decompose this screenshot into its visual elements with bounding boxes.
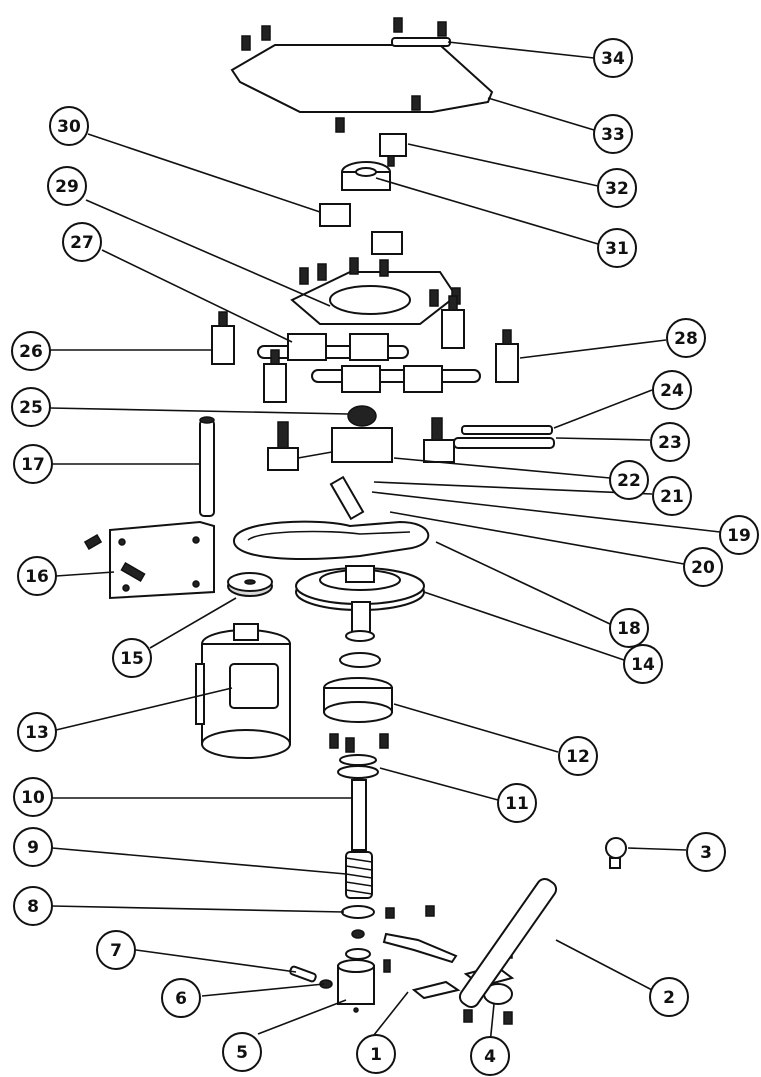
callout-25: 25	[11, 387, 51, 427]
handle-knob	[605, 837, 627, 859]
callout-21: 21	[652, 476, 692, 516]
callout-label: 33	[601, 125, 625, 145]
callout-label: 14	[631, 655, 655, 675]
callout-label: 28	[674, 329, 698, 349]
callout-label: 8	[27, 897, 39, 917]
bearing-housing	[323, 630, 393, 753]
callout-12: 12	[558, 736, 598, 776]
callout-30: 30	[49, 106, 89, 146]
belt	[232, 520, 430, 560]
callout-label: 11	[505, 794, 529, 814]
callout-7: 7	[96, 930, 136, 970]
callout-18: 18	[609, 608, 649, 648]
callout-17: 17	[13, 444, 53, 484]
callout-14: 14	[623, 644, 663, 684]
top-plate-screws	[241, 17, 451, 133]
callout-16: 16	[17, 556, 57, 596]
carriage-assembly	[267, 405, 555, 521]
callout-label: 1	[370, 1045, 382, 1065]
callout-label: 15	[120, 649, 144, 669]
callout-label: 34	[601, 49, 625, 69]
mechanism-base	[257, 257, 481, 393]
callout-label: 7	[110, 941, 122, 961]
callout-label: 24	[660, 381, 684, 401]
callout-8: 8	[13, 886, 53, 926]
callout-1: 1	[356, 1034, 396, 1074]
callout-label: 25	[19, 398, 43, 418]
callout-6: 6	[161, 978, 201, 1018]
callout-23: 23	[650, 422, 690, 462]
motor	[195, 623, 291, 759]
callout-27: 27	[62, 222, 102, 262]
callout-31: 31	[597, 228, 637, 268]
callout-label: 4	[484, 1047, 496, 1067]
callout-label: 19	[727, 526, 751, 546]
callout-19: 19	[719, 515, 759, 555]
callout-label: 16	[25, 567, 49, 587]
callout-label: 18	[617, 619, 641, 639]
callout-32: 32	[597, 168, 637, 208]
callout-26: 26	[11, 331, 51, 371]
callout-label: 5	[236, 1043, 248, 1063]
callout-label: 29	[55, 177, 79, 197]
callout-5: 5	[222, 1032, 262, 1072]
base-block	[337, 948, 375, 1013]
callout-label: 12	[566, 747, 590, 767]
washer-lower	[337, 765, 379, 779]
callout-10: 10	[13, 777, 53, 817]
callout-label: 9	[27, 838, 39, 858]
callout-label: 27	[70, 233, 94, 253]
callout-22: 22	[609, 460, 649, 500]
mounting-plate	[83, 520, 215, 600]
side-blocks	[211, 295, 519, 403]
rod	[199, 419, 215, 517]
callout-2: 2	[649, 977, 689, 1017]
callout-4: 4	[470, 1036, 510, 1076]
callout-33: 33	[593, 114, 633, 154]
leader-lines	[49, 41, 721, 1045]
callout-label: 26	[19, 342, 43, 362]
callout-20: 20	[683, 547, 723, 587]
callout-label: 3	[700, 843, 712, 863]
washer-upper	[339, 754, 377, 766]
callout-24: 24	[652, 370, 692, 410]
pin	[289, 965, 317, 983]
callout-label: 2	[663, 988, 675, 1008]
callout-label: 17	[21, 455, 45, 475]
callout-label: 22	[617, 471, 641, 491]
callout-29: 29	[47, 166, 87, 206]
callout-label: 23	[658, 433, 682, 453]
handle-bar	[458, 877, 558, 1009]
collar	[341, 905, 375, 919]
spring	[345, 851, 373, 899]
callout-label: 32	[605, 179, 629, 199]
callout-label: 31	[605, 239, 629, 259]
callout-label: 21	[660, 487, 684, 507]
callout-3: 3	[686, 832, 726, 872]
shaft	[351, 779, 367, 851]
callout-13: 13	[17, 712, 57, 752]
callout-15: 15	[112, 638, 152, 678]
upper-blocks	[319, 133, 407, 255]
callout-28: 28	[666, 318, 706, 358]
top-plate	[230, 44, 494, 113]
callout-34: 34	[593, 38, 633, 78]
callout-label: 6	[175, 989, 187, 1009]
callout-label: 30	[57, 117, 81, 137]
parts-artwork	[83, 17, 627, 1025]
large-pulley	[295, 565, 425, 633]
callout-label: 10	[21, 788, 45, 808]
callout-label: 20	[691, 558, 715, 578]
callout-9: 9	[13, 827, 53, 867]
callout-11: 11	[497, 783, 537, 823]
callout-label: 13	[25, 723, 49, 743]
